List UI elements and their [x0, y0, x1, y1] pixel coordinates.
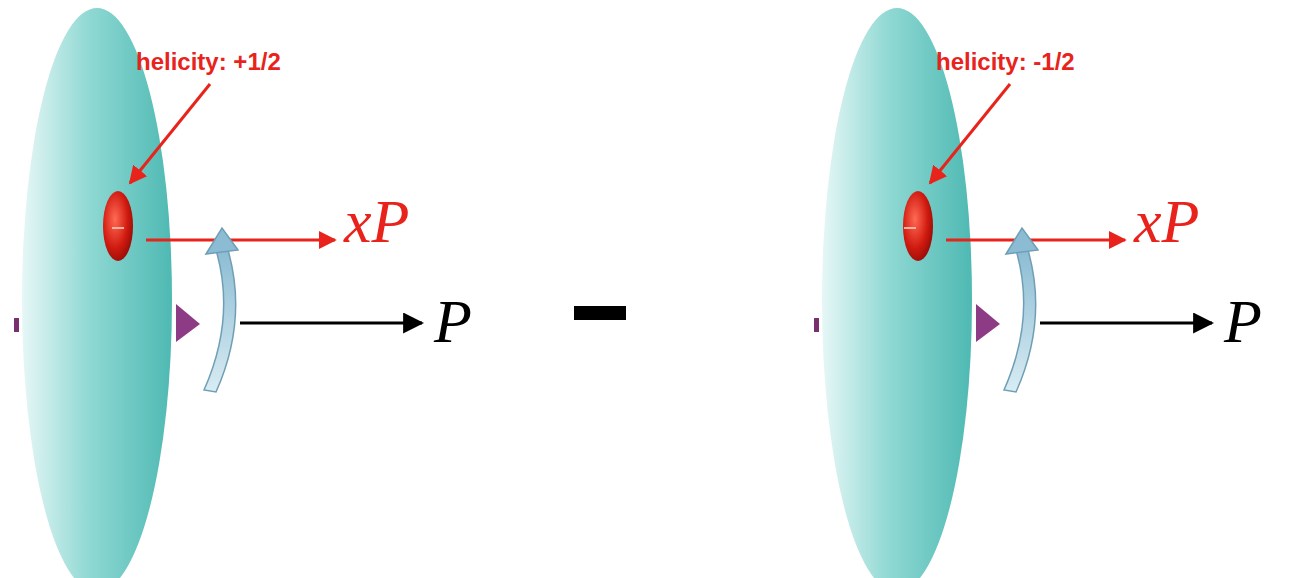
nucleon-spin-arrow [176, 304, 200, 342]
nucleon-disk [822, 8, 972, 578]
nucleon-figure [814, 8, 1212, 578]
helicity-label: helicity: +1/2 [136, 50, 281, 74]
nucleon-momentum-label: P [434, 290, 472, 352]
quark-spin [112, 227, 124, 229]
leader-line [930, 84, 1010, 183]
spin-tail [814, 318, 819, 332]
nucleon-spin-arrow [976, 304, 1000, 342]
quark-momentum-label: xP [344, 190, 409, 252]
quark-momentum-arrow [146, 239, 335, 242]
nucleon-momentum-arrow [240, 322, 422, 325]
nucleon-momentum-arrow [1040, 322, 1212, 325]
nucleon-momentum-label: P [1224, 290, 1262, 352]
rotation-arrow [204, 250, 236, 392]
quark [903, 191, 933, 261]
helicity-label: helicity: -1/2 [936, 50, 1075, 74]
quark [103, 191, 133, 261]
rotation-arrow-head [206, 228, 238, 254]
rotation-arrow [1004, 250, 1036, 392]
nucleon-disk [22, 8, 172, 578]
quark-momentum-arrow [946, 239, 1125, 242]
rotation-arrow-head [1006, 228, 1038, 254]
nucleon-figure [14, 8, 422, 578]
spin-tail [14, 318, 19, 332]
quark-spin [904, 227, 916, 229]
minus-sign [574, 306, 626, 320]
leader-line [130, 84, 210, 183]
quark-momentum-label: xP [1134, 190, 1199, 252]
